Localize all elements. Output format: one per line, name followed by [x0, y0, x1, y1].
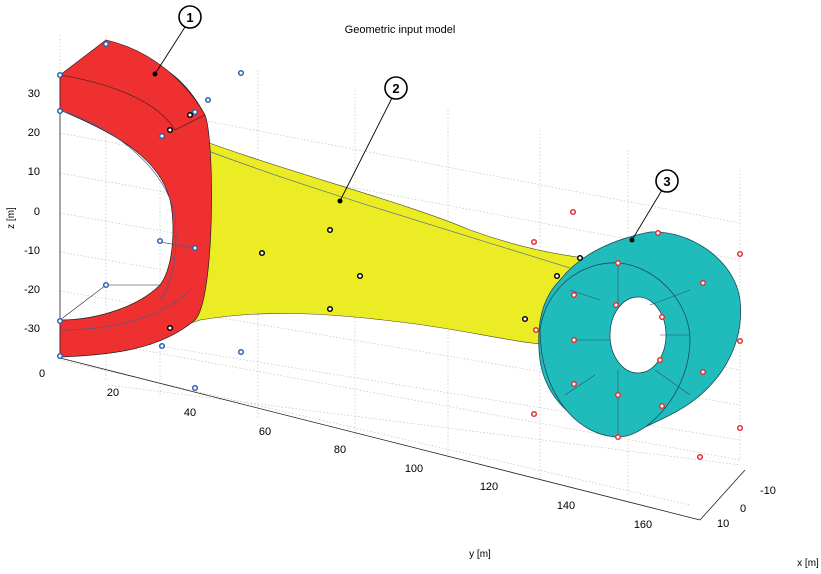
y-tick-label: 40 [184, 407, 196, 419]
y-tick-labels: 0 20 40 60 80 100 120 140 160 [39, 368, 652, 531]
part-2-surface [169, 127, 586, 346]
callout-2: 2 [337, 76, 408, 204]
control-point-marker [326, 226, 334, 234]
z-tick-label: 10 [28, 166, 40, 178]
part-1-half-ring [59, 39, 212, 358]
callout-label: 3 [663, 174, 670, 189]
control-point-marker [102, 40, 110, 48]
control-point-marker [570, 336, 578, 344]
control-point-marker [614, 433, 622, 441]
control-point-marker [56, 71, 64, 79]
x-axis-line [699, 469, 746, 521]
control-point-marker [356, 272, 364, 280]
z-tick-label: 30 [28, 88, 40, 100]
control-point-marker [166, 324, 174, 332]
callout-3: 3 [629, 169, 679, 243]
control-point-marker [258, 249, 266, 257]
control-point-marker [553, 272, 561, 280]
control-point-marker [736, 337, 744, 345]
y-tick-label: 60 [259, 426, 271, 438]
y-tick-label: 140 [557, 500, 575, 512]
control-point-marker [654, 229, 662, 237]
control-point-marker [166, 126, 174, 134]
control-point-marker [736, 424, 744, 432]
z-tick-labels: 30 20 10 0 -10 -20 -30 [24, 88, 40, 335]
control-point-marker [614, 259, 622, 267]
control-point-marker [191, 108, 199, 116]
control-point-marker [530, 238, 538, 246]
x-tick-label: -10 [760, 485, 776, 497]
control-point-marker [530, 410, 538, 418]
part-3-ring [538, 231, 742, 438]
control-point-marker [158, 132, 166, 140]
control-point-marker [656, 356, 664, 364]
x-tick-label: 0 [740, 503, 746, 515]
control-point-marker [56, 317, 64, 325]
callout-label: 2 [392, 81, 399, 96]
control-point-marker [326, 305, 334, 313]
control-point-marker [56, 352, 64, 360]
control-point-marker [186, 111, 194, 119]
control-point-marker [569, 208, 577, 216]
y-tick-label: 0 [39, 368, 45, 380]
control-points [56, 40, 744, 461]
z-tick-label: -30 [24, 323, 40, 335]
z-tick-label: -10 [24, 245, 40, 257]
callout-label: 1 [186, 10, 193, 25]
control-point-marker [237, 69, 245, 77]
control-point-marker [532, 326, 540, 334]
part-2-curve [179, 139, 571, 269]
control-point-marker [191, 384, 199, 392]
control-point-marker [699, 368, 707, 376]
y-tick-label: 20 [107, 387, 119, 399]
control-point-marker [237, 348, 245, 356]
z-tick-label: 20 [28, 127, 40, 139]
control-point-marker [699, 279, 707, 287]
control-point-marker [614, 391, 622, 399]
x-axis-label: x [m] [797, 558, 819, 569]
control-point-marker [576, 254, 584, 262]
control-point-marker [736, 250, 744, 258]
control-point-marker [612, 301, 620, 309]
y-tick-label: 120 [480, 481, 498, 493]
control-point-marker [521, 315, 529, 323]
control-point-marker [102, 281, 110, 289]
control-point-marker [696, 453, 704, 461]
y-tick-label: 80 [334, 444, 346, 456]
z-tick-label: 0 [34, 206, 40, 218]
y-axis-label: y [m] [469, 549, 491, 560]
y-tick-label: 100 [405, 463, 423, 475]
z-axis-label: z [m] [6, 207, 17, 229]
control-point-marker [204, 96, 212, 104]
x-tick-label: 10 [717, 518, 729, 530]
control-point-marker [156, 237, 164, 245]
control-point-marker [56, 107, 64, 115]
y-axis-line [59, 357, 701, 521]
z-tick-label: -20 [24, 284, 40, 296]
control-point-marker [158, 342, 166, 350]
control-point-marker [191, 244, 199, 252]
control-point-marker [570, 380, 578, 388]
control-point-marker [658, 402, 666, 410]
y-tick-label: 160 [634, 519, 652, 531]
control-point-marker [570, 291, 578, 299]
x-tick-labels: -10 0 10 [717, 485, 776, 530]
callout-1: 1 [152, 5, 202, 77]
control-point-marker [658, 313, 666, 321]
plot-title: Geometric input model [345, 24, 456, 36]
